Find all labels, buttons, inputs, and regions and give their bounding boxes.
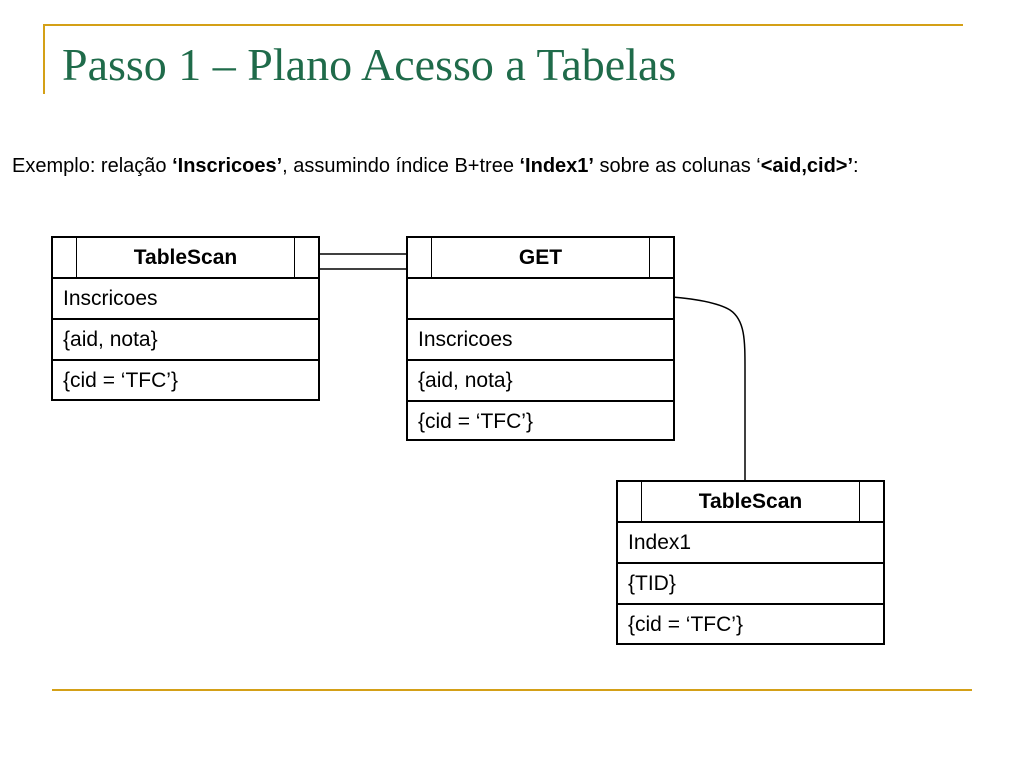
node-row: {TID}: [618, 564, 883, 605]
intro-index-name: ‘Index1’: [519, 155, 594, 177]
get-node: GET Inscricoes {aid, nota} {cid = ‘TFC’}: [406, 236, 675, 441]
node-header-label: TableScan: [133, 245, 238, 269]
tablescan-node-inscricoes: TableScan Inscricoes {aid, nota} {cid = …: [51, 236, 320, 401]
node-header-label: TableScan: [698, 489, 803, 513]
bottom-accent-line: [52, 689, 972, 691]
slide-title: Passo 1 – Plano Acesso a Tabelas: [62, 39, 677, 90]
node-header: GET: [408, 238, 673, 279]
node-row: {aid, nota}: [408, 361, 673, 402]
node-row: {cid = ‘TFC’}: [63, 369, 178, 392]
tablescan-node-index: TableScan Index1 {TID} {cid = ‘TFC’}: [616, 480, 885, 645]
node-row: Inscricoes: [408, 320, 673, 361]
header-right-cell: [859, 482, 883, 521]
node-row: {cid = ‘TFC’}: [628, 613, 743, 636]
intro-part-2: , assumindo índice B+tree: [282, 155, 520, 177]
node-header: TableScan: [618, 482, 883, 523]
left-accent-line: [43, 24, 45, 94]
top-accent-line: [43, 24, 963, 26]
intro-relation-name: ‘Inscricoes’: [172, 155, 283, 177]
node-row: {cid = ‘TFC’}: [418, 410, 533, 433]
node-row: Index1: [618, 523, 883, 564]
node-row: {aid, nota}: [53, 320, 318, 361]
header-left-cell: [618, 482, 642, 521]
node-header: TableScan: [53, 238, 318, 279]
header-left-cell: [408, 238, 432, 277]
intro-part-1: Exemplo: relação: [12, 155, 173, 177]
intro-columns: <aid,cid>’: [760, 155, 854, 177]
header-right-cell: [649, 238, 673, 277]
header-right-cell: [294, 238, 318, 277]
node-header-label: GET: [518, 245, 563, 269]
node-row: Inscricoes: [53, 279, 318, 320]
intro-part-4: :: [853, 155, 859, 177]
header-left-cell: [53, 238, 77, 277]
node-row-pointer: [408, 279, 673, 320]
intro-text: Exemplo: relação ‘Inscricoes’, assumindo…: [12, 151, 1012, 181]
intro-part-3: sobre as colunas ‘: [593, 155, 761, 177]
